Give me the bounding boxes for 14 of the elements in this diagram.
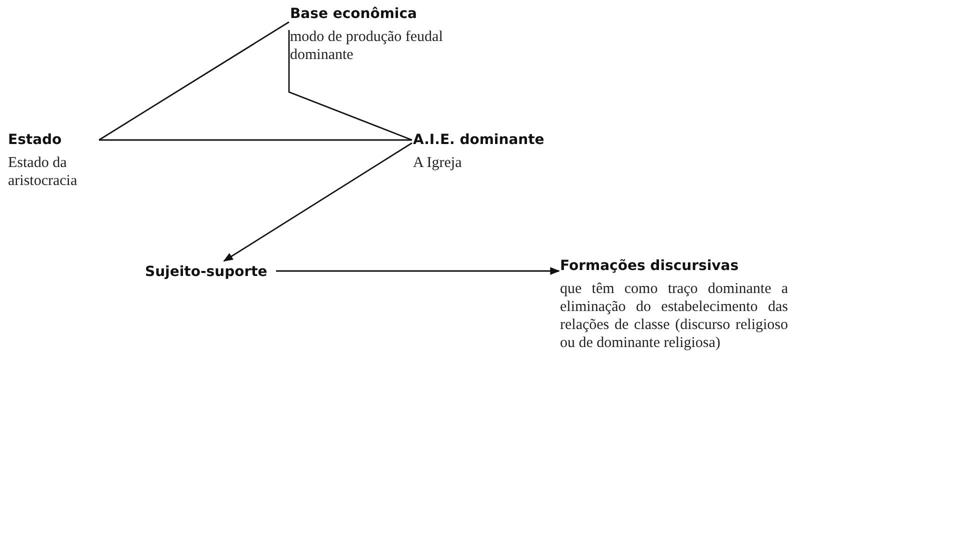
connector-line bbox=[98, 21, 290, 141]
connector-line bbox=[288, 30, 412, 141]
node-description: modo de produção feudal dominante bbox=[290, 28, 444, 64]
node-description: A Igreja bbox=[413, 154, 463, 172]
node-heading: A.I.E. dominante bbox=[413, 131, 546, 150]
node-heading: Sujeito-suporte bbox=[145, 263, 268, 282]
node-heading: Formações discursivas bbox=[560, 257, 740, 276]
node-description: Estado da aristocracia bbox=[8, 154, 78, 190]
node-description: que têm como traço dominante a eliminação do estabelecimento das relações de classe (discurso religioso ou de dominante religiosa) bbox=[560, 280, 788, 352]
arrow bbox=[276, 267, 560, 275]
connector-line bbox=[99, 139, 412, 141]
node-heading: Estado bbox=[8, 131, 63, 150]
node-heading: Base econômica bbox=[290, 5, 418, 24]
arrow bbox=[223, 142, 412, 262]
